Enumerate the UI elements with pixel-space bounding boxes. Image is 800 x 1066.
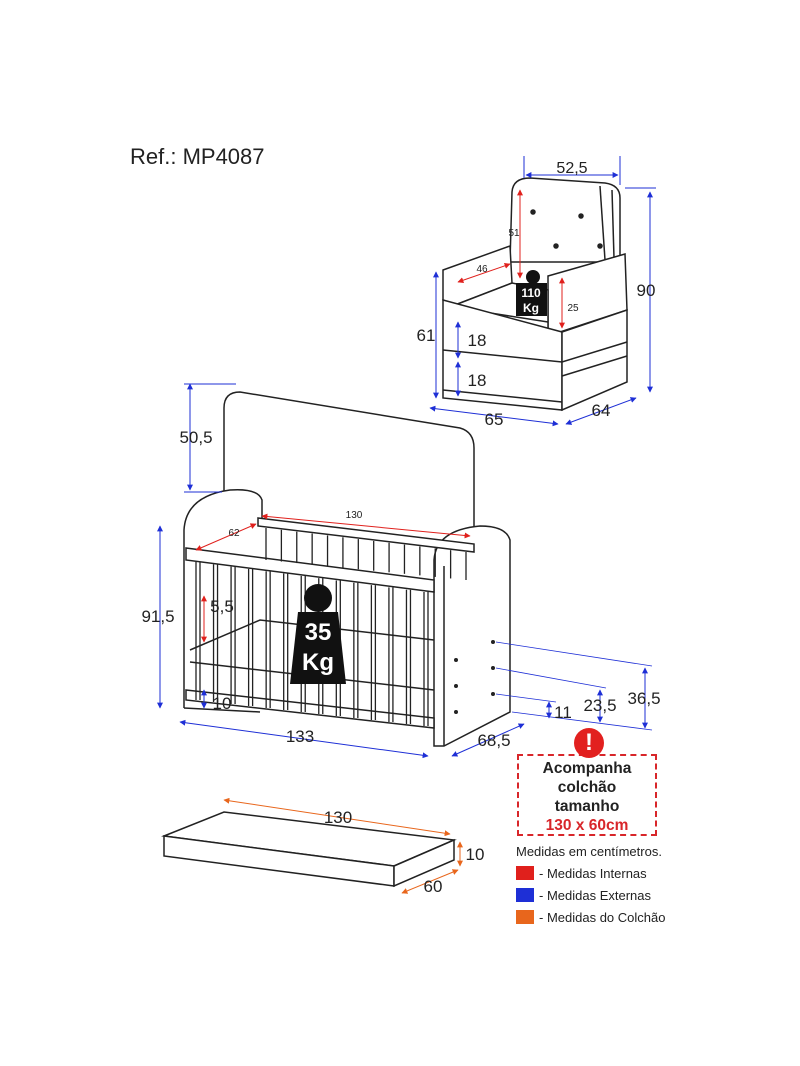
crib-depth-label: 68,5 (477, 731, 510, 750)
legend-label-internal: - Medidas Internas (539, 865, 647, 881)
legend-swatch-mattress (516, 910, 534, 924)
armchair-weight-badge: 110 Kg (516, 270, 547, 316)
armchair-height-total-label: 90 (637, 281, 656, 300)
armchair-weight-unit: Kg (523, 301, 539, 315)
mattress-width-label: 60 (424, 877, 443, 896)
crib-headboard-height-label: 50,5 (179, 428, 212, 447)
legend-item-mattress: - Medidas do Colchão (516, 906, 665, 928)
crib-level-high-label: 36,5 (627, 689, 660, 708)
armchair-dimensions: 52,5 51 46 25 90 61 18 18 65 64 (417, 156, 656, 429)
crib-level-mid-label: 23,5 (583, 696, 616, 715)
legend-label-mattress: - Medidas do Colchão (539, 909, 666, 925)
crib-adjustment-holes (454, 640, 495, 714)
alert-icon: ! (574, 728, 604, 758)
note-size: 130 x 60cm (545, 817, 629, 834)
armchair-height-seat-label: 61 (417, 326, 436, 345)
armchair-weight-value: 110 (521, 286, 541, 300)
legend-swatch-external (516, 888, 534, 902)
armchair-cushion2-label: 18 (468, 371, 487, 390)
crib-weight-unit: Kg (302, 649, 334, 676)
crib-dimensions: 50,5 130 62 91,5 5,5 10 133 68,5 36,5 23… (141, 383, 661, 759)
armchair-back-internal-label: 51 (508, 228, 520, 239)
mattress-height-label: 10 (466, 845, 485, 864)
crib-weight-value: 35 (305, 619, 332, 646)
note-line-3: tamanho (554, 798, 620, 815)
legend-swatch-internal (516, 866, 534, 880)
crib-weight-badge: 35 Kg (290, 584, 346, 684)
legend: Medidas em centímetros. - Medidas Intern… (516, 840, 665, 928)
armchair-width-front-label: 65 (485, 410, 504, 429)
mattress-length-label: 130 (324, 808, 352, 827)
note-line-2: colchão (557, 779, 617, 796)
armchair-drawing (442, 177, 628, 412)
legend-label-external: - Medidas Externas (539, 887, 651, 903)
reference-code: Ref.: MP4087 (130, 144, 265, 169)
legend-item-internal: - Medidas Internas (516, 862, 665, 884)
mattress-drawing (161, 811, 457, 888)
crib-slat-gap-label: 5,5 (210, 597, 234, 616)
crib-internal-length-label: 130 (346, 510, 363, 521)
crib-internal-width-label: 62 (228, 528, 240, 539)
crib-floor-clearance-label: 10 (213, 694, 232, 713)
crib-height-total-label: 91,5 (141, 607, 174, 626)
crib-level-low-label: 11 (554, 703, 572, 722)
crib-length-label: 133 (286, 727, 314, 746)
armchair-width-top-label: 52,5 (556, 160, 587, 177)
armchair-seat-internal-label: 46 (476, 264, 488, 275)
armchair-cushion1-label: 18 (468, 331, 487, 350)
mattress-included-note: Acompanha colchão tamanho 130 x 60cm (517, 754, 657, 836)
legend-item-external: - Medidas Externas (516, 884, 665, 906)
crib-drawing (183, 391, 511, 747)
mattress-dimensions: 130 10 60 (223, 797, 485, 896)
note-line-1: Acompanha (542, 760, 632, 777)
armchair-arm-internal-label: 25 (567, 303, 579, 314)
legend-title: Medidas em centímetros. (516, 843, 662, 859)
armchair-depth-label: 64 (592, 401, 611, 420)
